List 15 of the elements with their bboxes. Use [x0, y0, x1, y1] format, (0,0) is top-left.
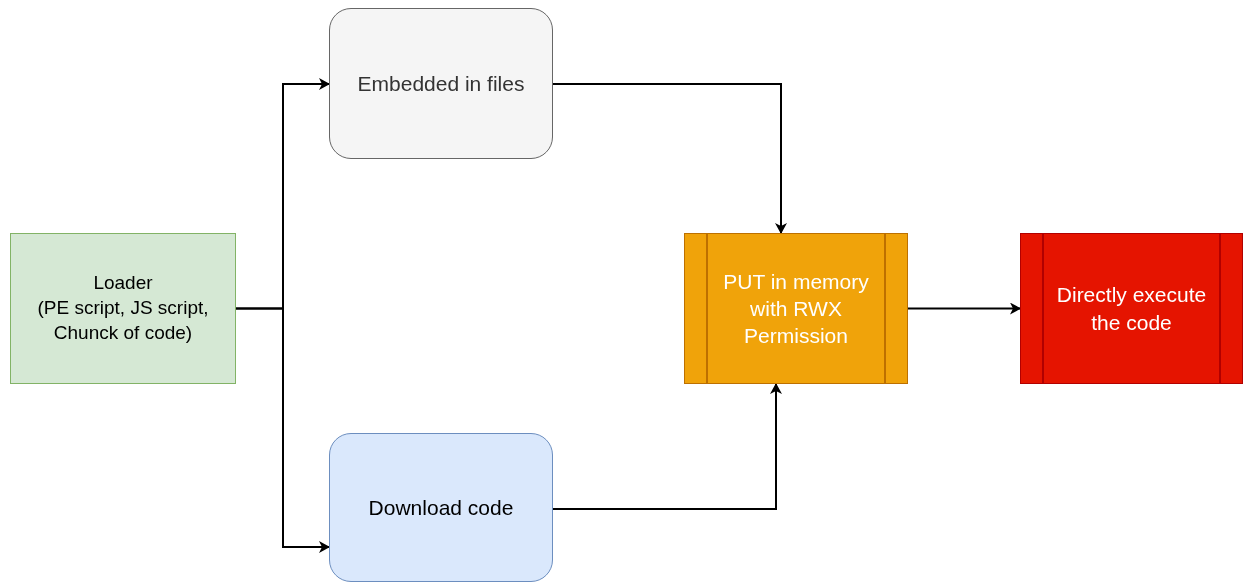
node-label: Loader: [92, 271, 154, 296]
subprocess-box: [684, 233, 908, 384]
process-box: [329, 433, 553, 582]
subprocess-box: [1020, 233, 1243, 384]
process-box: [329, 8, 553, 159]
node-label: (PE script, JS script, Chunck of code): [36, 296, 210, 345]
node-label: Download code: [368, 494, 514, 521]
node-label: Embedded in files: [357, 70, 525, 97]
arrow: [907, 302, 1021, 315]
arrow: [552, 83, 787, 234]
loader-box: [10, 233, 236, 384]
arrow: [552, 383, 782, 510]
arrow: [235, 307, 330, 553]
node-label: Directly execute the code: [1055, 282, 1208, 336]
node-label: PUT in memory with RWX Permission: [722, 268, 870, 350]
